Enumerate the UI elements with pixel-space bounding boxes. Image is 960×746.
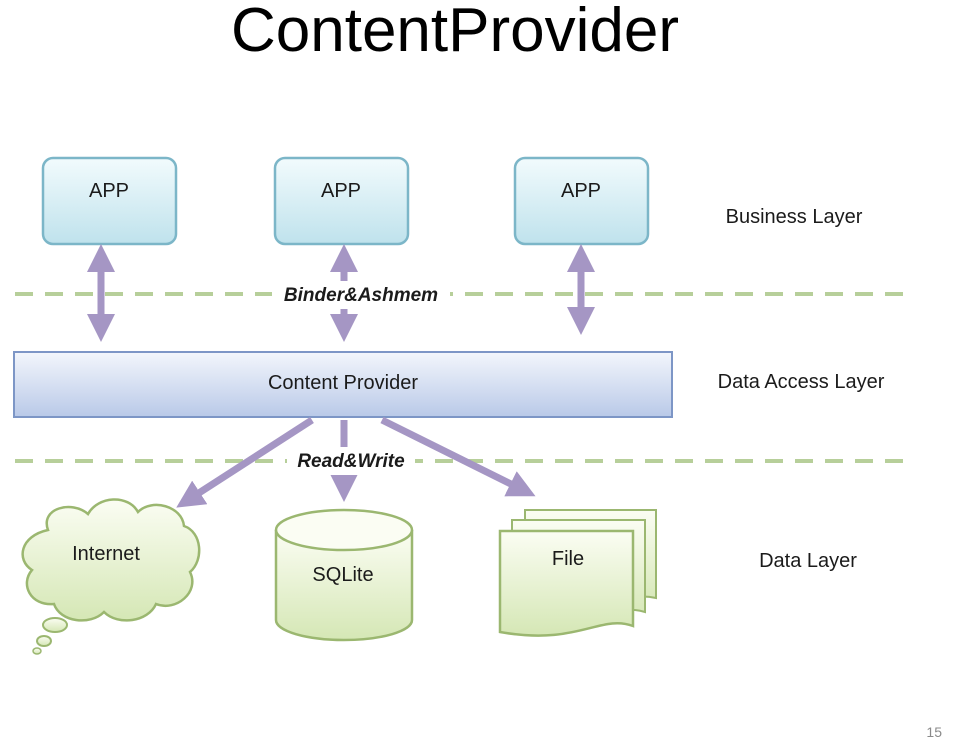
app-box-3: APP xyxy=(513,156,650,246)
content-provider-box: Content Provider xyxy=(13,351,673,418)
internet-cloud: Internet xyxy=(21,498,201,655)
app-label-1: APP xyxy=(89,180,129,202)
slide-title: ContentProvider xyxy=(230,0,680,65)
file-stack: File xyxy=(498,509,657,637)
file-label: File xyxy=(552,548,584,570)
business-layer-label: Business Layer xyxy=(726,206,863,228)
app-box-1: APP xyxy=(41,156,178,246)
app-label-2: APP xyxy=(321,180,361,202)
app-label-3: APP xyxy=(561,180,601,202)
rw-arrow-internet xyxy=(176,417,314,508)
internet-label: Internet xyxy=(72,543,140,565)
ipc-label: Binder&Ashmem xyxy=(284,285,438,306)
data-layer-label: Data Layer xyxy=(759,550,857,572)
app-box-2: APP xyxy=(273,156,410,246)
sqlite-cylinder: SQLite xyxy=(274,508,414,642)
sqlite-label: SQLite xyxy=(312,564,373,586)
rw-label: Read&Write xyxy=(297,451,405,472)
rw-arrow-file xyxy=(380,416,536,497)
page-number: 15 xyxy=(926,724,942,740)
content-provider-label: Content Provider xyxy=(268,372,418,394)
data-access-layer-label: Data Access Layer xyxy=(718,371,885,393)
